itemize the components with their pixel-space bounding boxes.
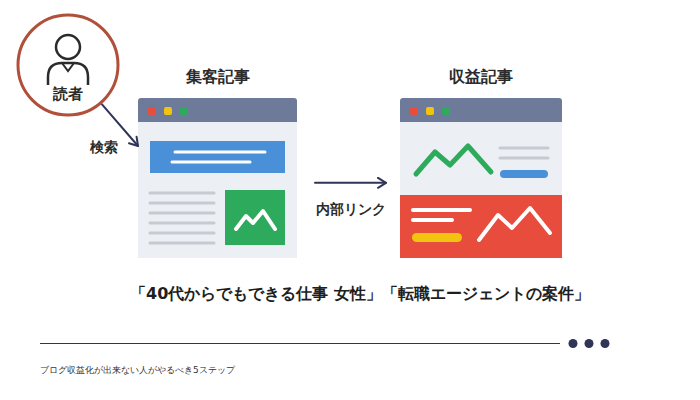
flow-arrow <box>315 182 386 184</box>
article-window-illustration <box>400 98 562 258</box>
edge-label: 検索 <box>88 138 120 156</box>
reader-circle: 読者 <box>16 13 120 117</box>
node-label: 読者 <box>53 85 83 103</box>
article-window: 収益記事 <box>400 98 562 258</box>
window-heading: 収益記事 <box>400 67 562 87</box>
article-window-illustration <box>138 98 297 258</box>
footer-dots <box>569 339 610 348</box>
footer-note: ブログ収益化が出来ない人がやるべき5ステップ <box>40 364 235 377</box>
window-heading: 集客記事 <box>138 67 297 87</box>
footer-rule <box>40 343 560 344</box>
article-window: 集客記事 <box>138 98 297 258</box>
edge-label: 内部リンク <box>314 200 388 218</box>
search-keywords: 「40代からでもできる仕事 女性」「転職エージェントの案件」 <box>10 284 700 305</box>
